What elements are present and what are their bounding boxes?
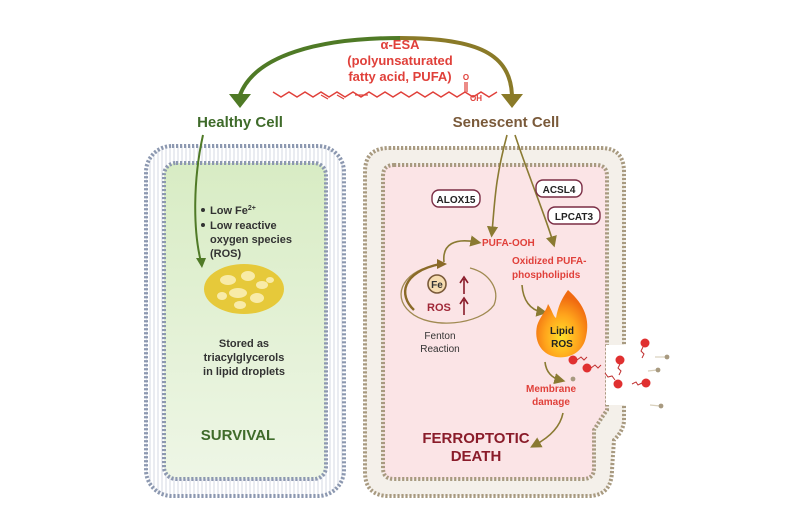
oxidized-label-1: Oxidized PUFA- [512,256,586,267]
oxidized-label-2: phospholipids [512,270,581,281]
fenton-label-1: Fenton [424,331,455,342]
enzyme-acsl4-label: ACSL4 [543,185,576,196]
membrane-damage-1: Membrane [526,384,576,395]
healthy-cell-title: Healthy Cell [197,114,283,131]
bullet-icon [201,208,205,212]
arrow-to-death [530,412,564,448]
source-desc-2: fatty acid, PUFA) [348,69,451,84]
storage-line-3: in lipid droplets [203,366,285,378]
source-desc-1: (polyunsaturated [347,53,453,68]
ros-label: ROS [427,302,451,314]
bullet-low-ros-3: (ROS) [210,248,242,260]
source-name: α-ESA [380,37,420,52]
membrane-rupture [606,345,646,405]
bullet-low-ros-2: oxygen species [210,234,292,246]
lipid-ros-flame-icon: Lipid ROS [536,290,588,358]
bullet-icon [201,223,205,227]
survival-label: SURVIVAL [201,427,275,444]
healthy-arrowhead-icon [196,258,206,268]
enzyme-alox15-label: ALOX15 [437,195,476,206]
fenton-arrowhead-icon [437,259,447,269]
healthy-cytoplasm [162,161,328,481]
lipid-ros-label-1: Lipid [550,326,574,337]
escaping-oxidized-lipids-icon [568,338,670,409]
bullet-low-ros-1: Low reactive [210,220,277,232]
enzyme-lpcat3-label: LPCAT3 [555,212,594,223]
double-bond-1 [320,94,329,100]
pufa-ooh-label: PUFA-OOH [482,238,535,249]
healthy-cell [144,144,346,498]
arrow-to-pufa-ooh [486,134,508,238]
iron-ion-icon: Fe [427,274,447,294]
membrane-damage-2: damage [532,397,570,408]
senescent-cell-title: Senescent Cell [453,114,560,131]
arrowhead-senescent-icon [501,94,523,108]
ros-increase-arrow-icon [459,296,469,315]
arc-to-senescent [399,36,514,96]
fenton-cycle-arrow-bold [404,262,441,311]
arrow-to-lipid-ros [521,284,548,317]
arrow-to-oxidized [514,134,557,248]
death-label-1: FERROPTOTIC [422,430,529,447]
fatty-acid-chain-icon [272,91,498,98]
lipid-droplet-icon [204,264,284,314]
storage-line-2: triacylglycerols [204,352,285,364]
fenton-label-2: Reaction [420,344,459,355]
arrow-to-membrane-damage [544,361,566,385]
arrowhead-healthy-icon [229,94,251,108]
double-bond-2 [336,94,345,100]
hydroxyl-label: OH [470,94,482,103]
healthy-arrow [194,134,204,263]
iron-label: Fe [431,280,443,291]
oxygen-label: O [463,73,469,82]
lipid-ros-label-2: ROS [551,339,573,350]
fenton-cycle-arrow [400,264,497,324]
enzyme-alox15: ALOX15 [431,189,481,208]
death-label-2: DEATH [451,448,502,465]
fe-increase-arrow-icon [459,275,469,294]
bullet-low-fe: Low Fe2+ [210,205,256,217]
arc-to-healthy [238,36,401,96]
enzyme-acsl4: ACSL4 [535,179,583,198]
storage-line-1: Stored as [219,338,269,350]
arrow-fenton-to-pufa [443,235,482,263]
enzyme-lpcat3: LPCAT3 [547,206,601,225]
